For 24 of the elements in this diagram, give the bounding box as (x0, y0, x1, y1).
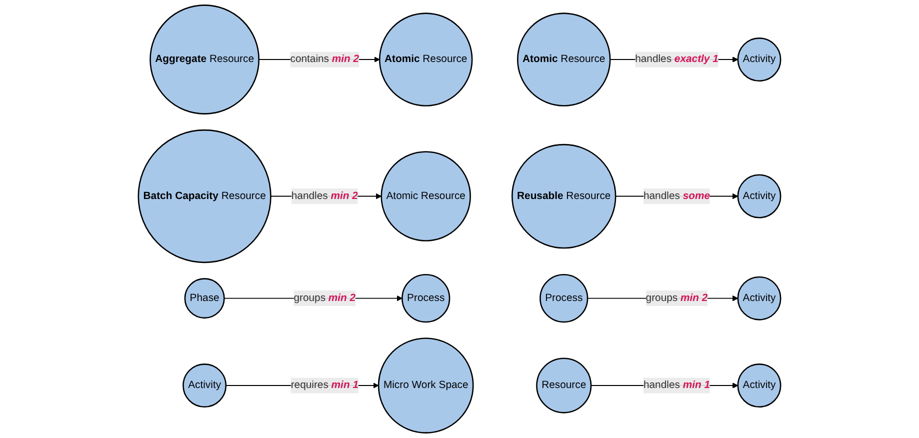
node-circle: Activity (737, 364, 782, 408)
node-circle: Atomic Resource (378, 12, 473, 106)
node-circle: Aggregate Resource (150, 4, 260, 114)
node-circle: Phase (184, 278, 225, 319)
node-circle: Reusable Resource (512, 144, 616, 249)
edge-label: handles min 1 (643, 380, 710, 391)
node-circle: Process (402, 274, 450, 323)
edge-label: handles exactly 1 (635, 54, 718, 65)
node-circle: Atomic Resource (380, 151, 471, 242)
edge-label: handles min 2 (291, 190, 358, 202)
edge-label: groups min 2 (294, 292, 356, 304)
node-circle: Resource (536, 358, 592, 414)
edge-label: contains min 2 (290, 54, 360, 65)
node-circle: Atomic Resource (517, 12, 611, 106)
node-circle: Activity (182, 364, 227, 408)
node-circle: Micro Work Space (378, 338, 474, 434)
node-circle: Process (540, 274, 588, 323)
node-circle: Activity (737, 174, 782, 218)
edge-label: handles some (643, 190, 710, 202)
node-circle: Activity (737, 276, 782, 320)
edge-label: requires min 1 (290, 380, 358, 391)
node-circle: Batch Capacity Resource (138, 129, 272, 264)
edge-label: groups min 2 (646, 292, 708, 304)
node-circle: Activity (737, 38, 782, 82)
